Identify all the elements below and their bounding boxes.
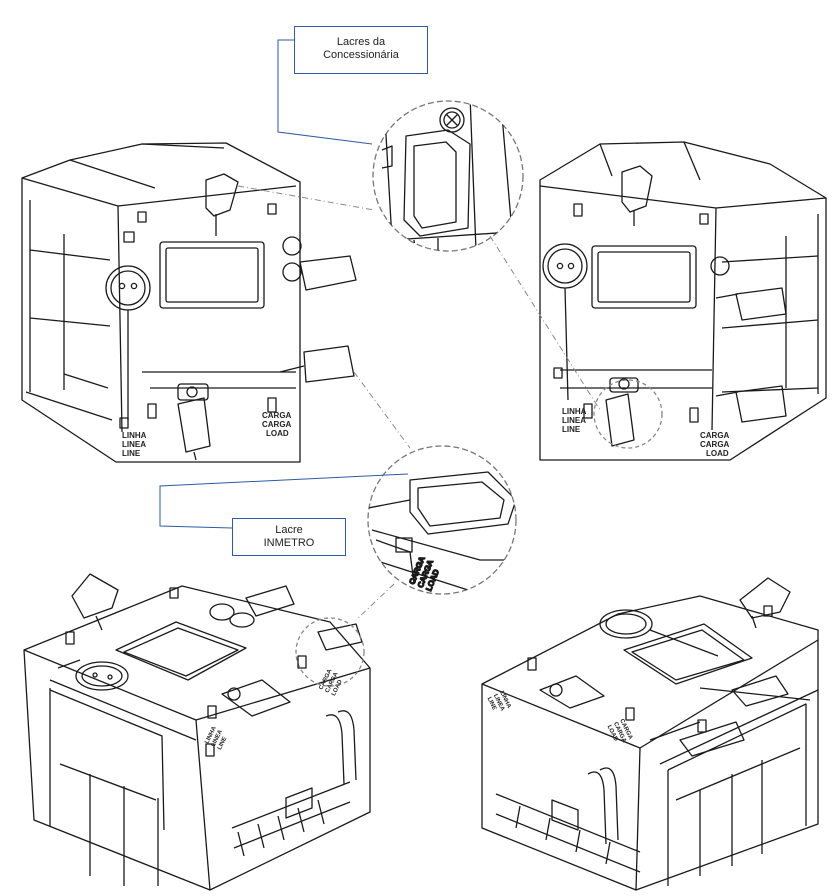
svg-text:CARGA: CARGA (700, 431, 730, 440)
svg-text:LINE: LINE (217, 736, 228, 751)
seal-detail-mid-magnifier: CARGA CARGA LOAD (367, 445, 517, 595)
svg-text:CARGA: CARGA (700, 440, 730, 449)
inmetro-seal-callout: Lacre INMETRO (232, 518, 346, 556)
load-label-left: CARGA CARGA LOAD (262, 411, 292, 438)
utility-seals-callout: Lacres da Concessionária (294, 26, 428, 74)
meter-iso-view-right (481, 577, 819, 891)
svg-text:LINE: LINE (562, 425, 581, 434)
svg-text:LOAD: LOAD (706, 449, 729, 458)
meter-rear-view-left (21, 142, 357, 463)
rotated-load-label: CARGA CARGA LOAD (407, 554, 442, 593)
svg-text:LINHA: LINHA (122, 431, 147, 440)
svg-text:LINHA: LINHA (562, 407, 587, 416)
svg-text:LINE: LINE (122, 449, 141, 458)
utility-seals-leader (277, 39, 373, 145)
load-label-right: CARGA CARGA LOAD (700, 431, 730, 458)
svg-text:LINEA: LINEA (122, 440, 146, 449)
meter-iso-view-left (23, 573, 371, 891)
svg-text:LINE: LINE (486, 696, 497, 711)
svg-text:CARGA: CARGA (262, 411, 292, 420)
svg-text:LOAD: LOAD (266, 429, 289, 438)
line-label-right: LINHA LINEA LINE (562, 407, 587, 434)
utility-seals-line2: Concessionária (323, 49, 399, 61)
inmetro-seal-leader (159, 473, 409, 529)
svg-text:CARGA: CARGA (262, 420, 292, 429)
line-label-left: LINHA LINEA LINE (122, 431, 147, 458)
load-label-iso-left: CARGA CARGA LOAD (318, 668, 344, 697)
utility-seals-line1: Lacres da (336, 36, 386, 48)
inmetro-seal-line1: Lacre (275, 524, 303, 536)
line-label-iso-left: LINHA LINEA LINE (204, 725, 228, 751)
meter-rear-view-right (539, 141, 827, 461)
inmetro-seal-line2: INMETRO (263, 537, 315, 549)
seal-detail-top-magnifier (372, 100, 524, 252)
svg-text:LINEA: LINEA (562, 416, 586, 425)
